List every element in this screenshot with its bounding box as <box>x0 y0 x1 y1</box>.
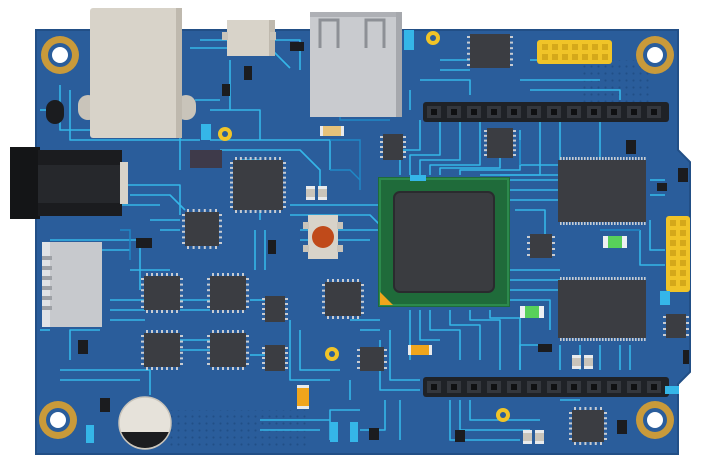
ic-chip <box>558 157 646 225</box>
smd-part <box>100 398 110 412</box>
smd-part <box>683 350 689 364</box>
smd-part <box>290 42 304 51</box>
pin-header-top <box>423 102 669 122</box>
ic-chip <box>207 273 249 313</box>
passive-components <box>78 30 689 444</box>
smd-part <box>306 186 315 200</box>
smd-part <box>572 355 581 369</box>
smd-part <box>455 430 465 442</box>
ic-chip <box>230 157 286 213</box>
usb-port-icon <box>310 12 402 117</box>
mounting-holes <box>39 36 674 439</box>
ic-chip <box>262 296 288 322</box>
crystal <box>46 100 64 124</box>
ic-chip <box>527 234 555 258</box>
ic-chip <box>663 314 689 338</box>
dc-jack-icon <box>10 147 128 219</box>
ic-chip <box>322 279 364 319</box>
smd-part <box>678 168 688 182</box>
pad <box>330 422 338 442</box>
smd-part <box>584 355 593 369</box>
pad <box>86 425 94 443</box>
ic-chip <box>207 330 249 370</box>
smd-part <box>320 126 344 136</box>
pad <box>404 30 414 50</box>
ic-chip <box>467 34 513 68</box>
ic-chip <box>262 345 288 371</box>
smd-part <box>136 238 152 248</box>
sd-card-slot-icon <box>42 242 102 327</box>
reset-button-icon <box>303 215 343 259</box>
small-connector <box>222 20 276 56</box>
gold-pin-header <box>537 40 612 64</box>
smd-part <box>657 183 667 191</box>
status-leds <box>520 236 627 318</box>
rj45-connector-icon <box>78 8 196 138</box>
pad <box>201 124 211 140</box>
ic-chip <box>569 407 607 445</box>
via-field <box>580 60 650 110</box>
test-points <box>218 31 510 422</box>
ic-chip <box>484 128 516 158</box>
smd-part <box>369 428 379 440</box>
ic-chip <box>182 209 222 249</box>
smd-part <box>268 240 276 254</box>
pad <box>665 386 679 394</box>
ic-chip <box>141 330 183 370</box>
soc-module <box>378 177 510 307</box>
pad <box>660 291 670 305</box>
smd-part <box>523 430 532 444</box>
ic-chip <box>380 134 406 160</box>
smd-part <box>538 344 552 352</box>
smd-part <box>408 345 432 355</box>
ic-chip <box>141 273 183 313</box>
smd-part <box>78 340 88 354</box>
small-ic <box>190 150 222 168</box>
gold-pin-header <box>666 216 690 292</box>
smd-part <box>297 385 309 409</box>
smd-part <box>626 140 636 154</box>
smd-part <box>318 186 327 200</box>
smd-part <box>535 430 544 444</box>
smd-part <box>617 420 627 434</box>
board-outline <box>35 29 691 455</box>
smd-part <box>222 84 230 96</box>
ic-chip <box>357 347 387 371</box>
ic-chips <box>141 34 689 445</box>
pad <box>410 175 426 181</box>
ic-chip <box>558 277 646 341</box>
smd-part <box>244 66 252 80</box>
pad <box>350 422 358 442</box>
pin-header-bottom <box>423 377 669 397</box>
coin-cell-battery-icon <box>118 396 172 450</box>
